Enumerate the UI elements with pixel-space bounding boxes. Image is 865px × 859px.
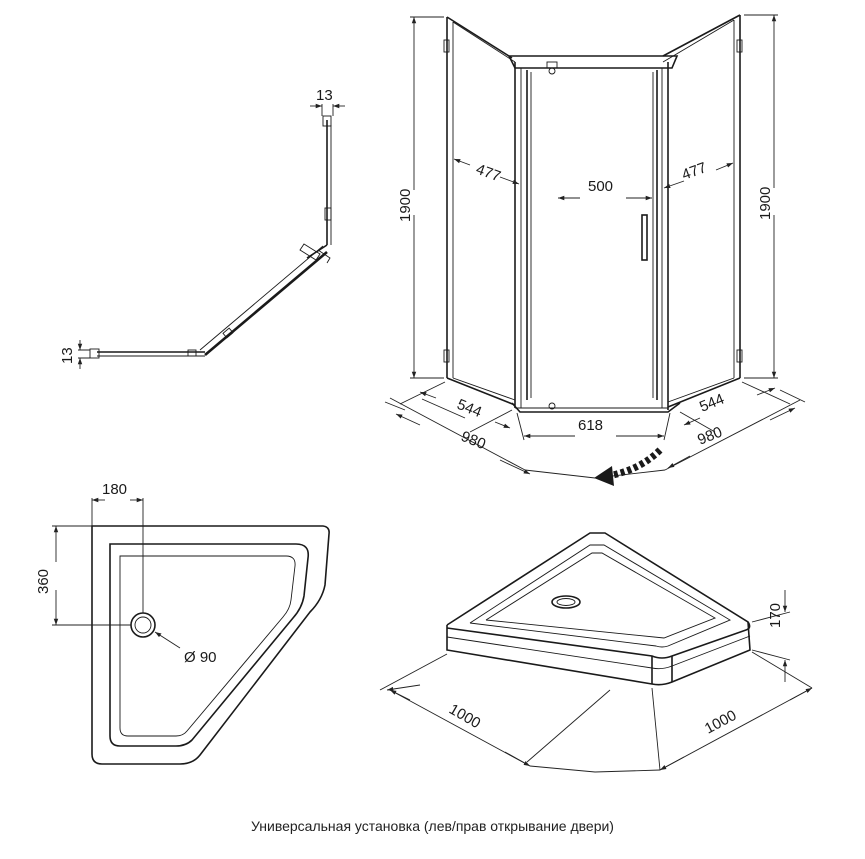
shower-cabin-view: 1900 1900 477 500 477 544 980 618 bbox=[384, 14, 806, 486]
profile-plan-view: 13 13 bbox=[59, 87, 345, 369]
tray-plan-view: 180 360 Ø 90 bbox=[35, 481, 330, 765]
base-right-outer-label: 980 bbox=[695, 424, 725, 449]
installation-caption: Универсальная установка (лев/прав открыв… bbox=[251, 818, 614, 834]
side-panel-left-label: 477 bbox=[474, 161, 503, 186]
tray-side-right-label: 1000 bbox=[702, 707, 739, 738]
tray-height-label: 170 bbox=[767, 603, 784, 628]
side-panel-right-label: 477 bbox=[680, 159, 709, 184]
drain-icon bbox=[130, 612, 156, 638]
base-left-inner-label: 544 bbox=[455, 396, 485, 421]
cabin-height-right-label: 1900 bbox=[757, 187, 774, 220]
iso-drain-icon bbox=[551, 595, 581, 609]
drain-offset-y-label: 360 bbox=[35, 569, 52, 594]
drain-diameter-label: Ø 90 bbox=[184, 649, 217, 666]
cabin-height-left-label: 1900 bbox=[397, 189, 414, 222]
tray-iso-view: 170 1000 1000 bbox=[379, 532, 813, 773]
profile-dim-left-label: 13 bbox=[59, 347, 76, 364]
front-width-label: 618 bbox=[578, 417, 603, 434]
tray-side-left-label: 1000 bbox=[446, 701, 483, 732]
door-width-label: 500 bbox=[588, 178, 613, 195]
base-left-outer-label: 980 bbox=[459, 428, 489, 453]
drain-offset-x-label: 180 bbox=[102, 481, 127, 498]
profile-dim-top-label: 13 bbox=[316, 87, 333, 104]
door-swing-arrow-icon bbox=[594, 447, 663, 486]
